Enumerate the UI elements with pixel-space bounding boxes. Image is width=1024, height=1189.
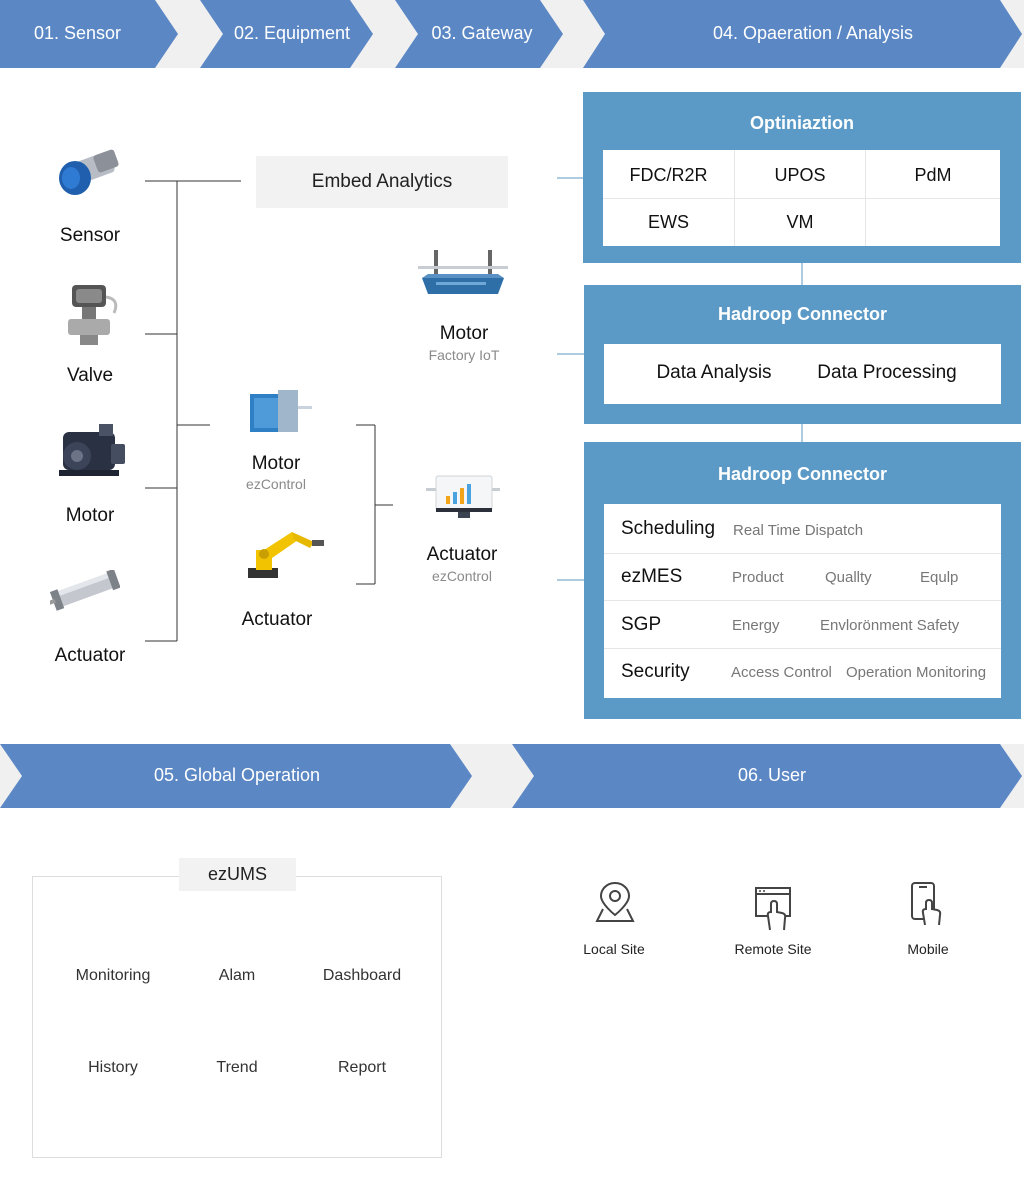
- data-processing-cell: Data Processing: [817, 362, 957, 383]
- row-sgp-item-1: Energy: [732, 617, 780, 634]
- monitor-chart-icon: [426, 475, 500, 518]
- equipment-motor-label: Motor: [251, 453, 301, 474]
- ezums-trend: Trend: [216, 1059, 258, 1076]
- step-3-label: 03. Gateway: [431, 23, 533, 43]
- optimization-panel: Optiniaztion FDC/R2R UPOS PdM EWS VM: [583, 92, 1021, 263]
- optimization-cell-vm: VM: [786, 212, 814, 232]
- row-security-name: Security: [621, 661, 690, 682]
- step-6-chevron: [512, 744, 1022, 808]
- optimization-cell-fdc: FDC/R2R: [629, 165, 708, 185]
- hadoop-connector-1-box: Data Analysis Data Processing: [604, 344, 1001, 404]
- control-cabinet-icon: [250, 390, 312, 432]
- optimization-cell-upos: UPOS: [774, 165, 826, 185]
- step-1-chevron: [0, 0, 178, 68]
- row-ezmes-item-2: Quallty: [825, 569, 872, 586]
- hadoop-connector-panel-2: Hadroop Connector Scheduling Real Time D…: [584, 442, 1021, 719]
- row-sgp-item-2: Envlorönment Safety: [820, 617, 960, 634]
- ezums-report: Report: [337, 1059, 387, 1076]
- row-ezmes-item-3: Equlp: [920, 569, 959, 586]
- step-3-chevron: [395, 0, 563, 68]
- iot-gateway-icon: [418, 250, 508, 294]
- gateway-actuator-sub: ezControl: [432, 568, 492, 584]
- location-pin-icon: [595, 881, 635, 922]
- hadoop-connector-1-title: Hadroop Connector: [718, 304, 887, 324]
- hadoop-connector-2-title: Hadroop Connector: [718, 464, 887, 484]
- ezums-monitoring: Monitoring: [75, 967, 151, 984]
- user-mobile: Mobile: [907, 941, 949, 957]
- user-local-site: Local Site: [583, 941, 645, 957]
- ezums-title: ezUMS: [179, 858, 296, 891]
- remote-touch-screen-icon: [755, 887, 791, 931]
- step-1-label: 01. Sensor: [33, 23, 122, 43]
- row-ezmes-item-1: Product: [732, 569, 784, 586]
- user-remote-site: Remote Site: [734, 941, 812, 957]
- equipment-actuator-label: Actuator: [241, 609, 313, 630]
- hadoop-connector-panel-1: Hadroop Connector Data Analysis Data Pro…: [584, 285, 1021, 424]
- step-4-chevron: [583, 0, 1022, 68]
- ezums-box: [32, 876, 442, 1158]
- row-security-item-1: Access Control: [731, 664, 832, 681]
- step-2-chevron: [200, 0, 373, 68]
- motor-icon: [59, 424, 125, 476]
- motor-label: Motor: [65, 505, 115, 526]
- row-security-item-2: Operation Monitoring: [846, 664, 987, 681]
- hadoop-connector-2-table: Scheduling Real Time Dispatch ezMES Prod…: [604, 504, 1001, 698]
- ezums-alam: Alam: [218, 967, 256, 984]
- valve-label: Valve: [66, 365, 114, 386]
- optimization-cell-pdm: PdM: [914, 165, 952, 185]
- optimization-title: Optiniaztion: [750, 113, 854, 133]
- gateway-actuator-label: Actuator: [426, 544, 498, 565]
- gateway-motor-sub: Factory IoT: [428, 347, 500, 363]
- ezums-dashboard: Dashboard: [322, 967, 402, 984]
- sensor-label: Sensor: [59, 225, 121, 246]
- step-6-label: 06. User: [737, 765, 807, 785]
- row-scheduling-name: Scheduling: [621, 518, 716, 539]
- panel-links: [557, 177, 803, 581]
- step-5-chevron: [0, 744, 472, 808]
- step-4-label: 04. Opaeration / Analysis: [712, 23, 914, 43]
- industrial-robot-icon: [248, 532, 324, 578]
- proximity-sensor-icon: [59, 149, 119, 195]
- step-5-label: 05. Global Operation: [153, 765, 321, 785]
- equipment-motor-sub: ezControl: [246, 476, 306, 492]
- row-scheduling-item-1: Real Time Dispatch: [733, 522, 864, 539]
- row-sgp-name: SGP: [621, 614, 662, 635]
- data-analysis-cell: Data Analysis: [656, 362, 772, 383]
- row-ezmes-name: ezMES: [621, 566, 683, 587]
- optimization-cell-ews: EWS: [647, 212, 689, 232]
- connector-lines: [145, 180, 393, 642]
- embed-analytics-box: Embed Analytics: [256, 156, 508, 208]
- pneumatic-actuator-icon: [50, 570, 120, 611]
- mobile-phone-icon: [911, 882, 942, 926]
- valve-icon: [68, 285, 118, 345]
- optimization-grid: FDC/R2R UPOS PdM EWS VM: [603, 150, 1000, 246]
- gateway-motor-label: Motor: [439, 323, 489, 344]
- step-2-label: 02. Equipment: [233, 23, 351, 43]
- ezums-history: History: [88, 1059, 138, 1076]
- actuator-label: Actuator: [54, 645, 126, 666]
